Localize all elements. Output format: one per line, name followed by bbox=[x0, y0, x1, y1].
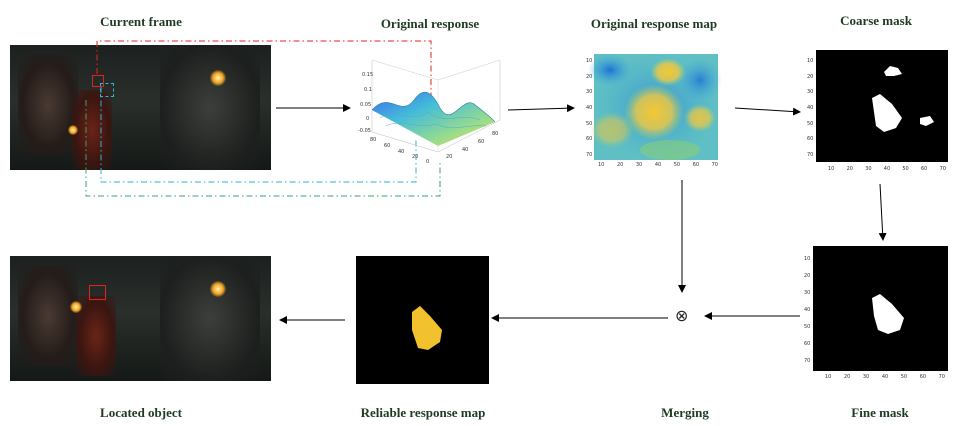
green-connector bbox=[85, 100, 441, 197]
tick: 40 bbox=[586, 104, 593, 111]
tick: 50 bbox=[586, 120, 593, 127]
coarse-mask-label: Coarse mask bbox=[840, 13, 912, 28]
tick: 40 bbox=[804, 307, 811, 313]
map-x-ticks: 10 20 30 40 50 60 70 bbox=[598, 162, 718, 168]
tick: 70 bbox=[804, 358, 811, 364]
surface-z-tick: 0 bbox=[366, 116, 370, 122]
fine-y-ticks: 10 20 30 40 50 60 70 bbox=[804, 256, 810, 364]
tick: 20 bbox=[807, 73, 814, 80]
tick: 30 bbox=[807, 89, 814, 96]
arrow-coarse-to-fine bbox=[878, 183, 887, 241]
tick: 60 bbox=[586, 136, 593, 143]
surface-z-tick: 0.05 bbox=[360, 102, 372, 108]
reliable-response-map-image bbox=[356, 256, 489, 384]
tick: 40 bbox=[881, 374, 889, 380]
tick: 10 bbox=[804, 256, 811, 262]
located-object-image bbox=[10, 256, 271, 381]
reliable-response-map-label: Reliable response map bbox=[360, 405, 486, 420]
map-y-ticks: 10 20 30 40 50 60 70 bbox=[586, 58, 592, 158]
tick: 20 bbox=[804, 273, 811, 279]
arrow-map-to-coarse bbox=[734, 107, 801, 116]
surface-y-tick: 80 bbox=[492, 131, 499, 137]
tick: 40 bbox=[883, 166, 891, 172]
tick: 30 bbox=[862, 374, 870, 380]
surface-x-tick: 80 bbox=[370, 137, 377, 143]
tick: 70 bbox=[586, 151, 593, 158]
tick: 50 bbox=[673, 162, 681, 168]
tick: 10 bbox=[828, 166, 835, 172]
tick: 40 bbox=[807, 104, 814, 111]
located-box-red bbox=[89, 285, 106, 300]
surface-y-tick: 60 bbox=[478, 139, 485, 145]
tick: 60 bbox=[692, 162, 700, 168]
tick: 60 bbox=[920, 166, 928, 172]
tick: 70 bbox=[938, 374, 945, 380]
surface-y-tick: 20 bbox=[446, 154, 453, 160]
tick: 20 bbox=[846, 166, 853, 172]
cyan-connector bbox=[100, 87, 417, 183]
surface-x-tick: 40 bbox=[398, 149, 405, 155]
fine-mask-label: Fine mask bbox=[851, 405, 909, 420]
surface-z-tick: -0.05 bbox=[358, 128, 371, 134]
tick: 60 bbox=[804, 341, 811, 347]
tick: 10 bbox=[598, 162, 605, 168]
tick: 50 bbox=[804, 324, 811, 330]
tick: 10 bbox=[586, 58, 593, 64]
original-response-map-label: Original response map bbox=[590, 16, 718, 31]
tick: 50 bbox=[902, 166, 909, 172]
tick: 50 bbox=[807, 120, 814, 127]
tick: 30 bbox=[865, 166, 872, 172]
tick: 70 bbox=[711, 162, 718, 168]
tick: 30 bbox=[586, 89, 593, 96]
red-connector bbox=[96, 40, 432, 98]
tick: 20 bbox=[586, 73, 593, 80]
tick: 30 bbox=[804, 290, 811, 296]
tick: 30 bbox=[635, 162, 643, 168]
coarse-y-ticks: 10 20 30 40 50 60 70 bbox=[807, 58, 813, 158]
located-object-label: Located object bbox=[100, 405, 182, 420]
response-surface-plot bbox=[371, 59, 501, 153]
tick: 40 bbox=[654, 162, 662, 168]
tick: 70 bbox=[807, 151, 814, 158]
coarse-x-ticks: 10 20 30 40 50 60 70 bbox=[828, 166, 946, 172]
tick: 20 bbox=[616, 162, 624, 168]
tick: 60 bbox=[919, 374, 927, 380]
arrow-response-to-map bbox=[507, 104, 575, 113]
merge-operator-icon: ⊗ bbox=[675, 306, 689, 325]
current-frame-label: Current frame bbox=[100, 14, 182, 29]
surface-x-tick: 60 bbox=[384, 143, 391, 149]
tick: 60 bbox=[807, 136, 814, 143]
target-box-red bbox=[92, 75, 104, 87]
surface-y-tick: 40 bbox=[462, 147, 469, 153]
surface-z-tick: 0.1 bbox=[364, 87, 372, 93]
original-response-map bbox=[588, 54, 722, 160]
current-frame-image bbox=[10, 45, 271, 170]
tick: 10 bbox=[825, 374, 832, 380]
surface-z-tick: 0.15 bbox=[362, 72, 374, 78]
surface-x-tick: 20 bbox=[412, 154, 419, 160]
original-response-label: Original response bbox=[380, 16, 480, 31]
tick: 20 bbox=[843, 374, 851, 380]
tick: 70 bbox=[939, 166, 946, 172]
surface-x-tick: 0 bbox=[426, 159, 430, 165]
fine-mask-image bbox=[813, 246, 948, 371]
fine-x-ticks: 10 20 30 40 50 60 70 bbox=[825, 374, 945, 380]
tick: 50 bbox=[900, 374, 908, 380]
merging-label: Merging bbox=[661, 405, 709, 420]
coarse-mask-image bbox=[816, 50, 948, 162]
tick: 10 bbox=[807, 58, 814, 64]
